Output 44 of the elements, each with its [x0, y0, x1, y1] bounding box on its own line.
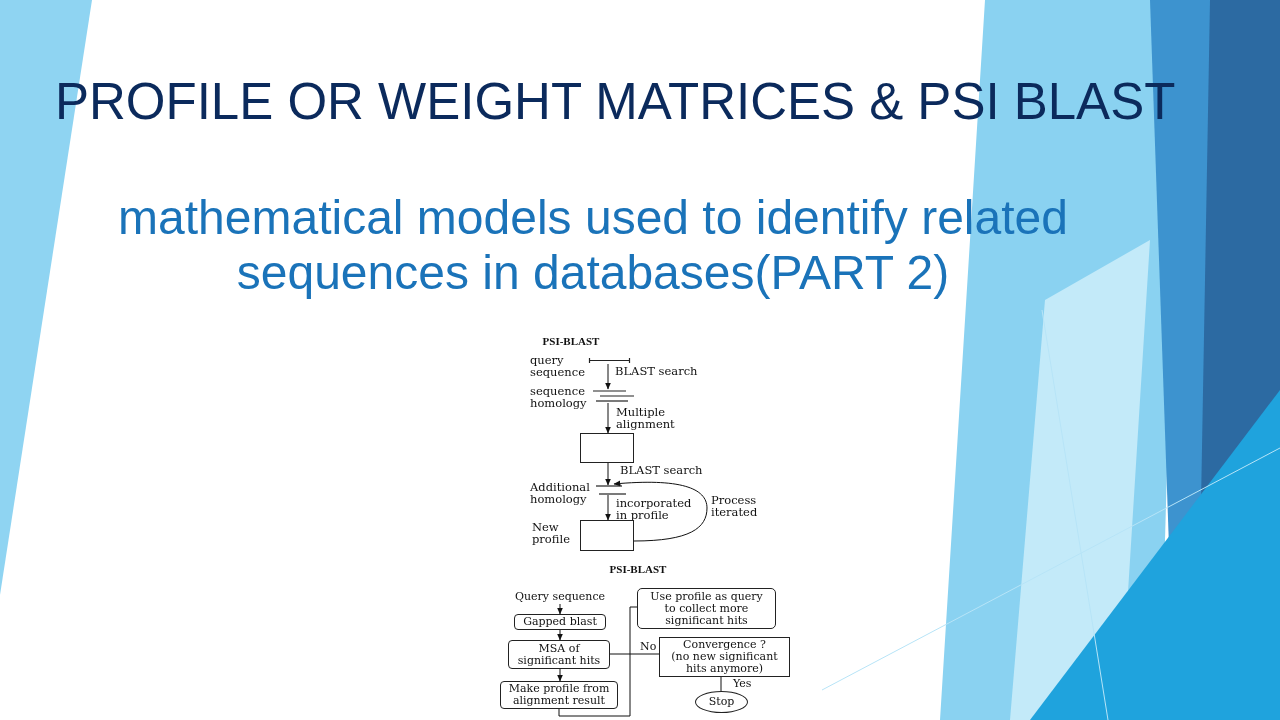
profile-box — [580, 520, 634, 551]
flow-label: Query sequence — [514, 590, 606, 604]
slide-title: PROFILE OR WEIGHT MATRICES & PSI BLAST — [55, 72, 1176, 132]
box-text: Gapped blast — [523, 616, 597, 628]
empty-box — [580, 433, 634, 463]
figure-heading: PSI-BLAST — [542, 335, 600, 347]
arrow — [605, 462, 611, 486]
edge-label: Process iterated — [711, 494, 758, 518]
decision-box — [659, 637, 790, 677]
box-text: MSA of significant hits — [516, 642, 602, 667]
edge-label: Multiple alignment — [616, 406, 675, 430]
connector-line — [558, 606, 638, 717]
connector-line — [609, 653, 660, 655]
process-box — [637, 588, 776, 629]
box-text: Convergence ? — [683, 639, 766, 651]
edge-label: Yes — [733, 678, 752, 690]
figure-heading: PSI-BLAST — [609, 563, 667, 575]
aligned-lines-icon — [593, 389, 634, 403]
arrow — [557, 629, 563, 641]
box-text: Use profile as query to collect more significant hits — [649, 590, 764, 627]
box-text: Make profile from alignment result — [507, 683, 611, 707]
node-caption: sequence homology — [530, 385, 587, 409]
sequence-line-icon — [589, 357, 630, 364]
process-box — [514, 614, 606, 630]
edge-label: No — [640, 641, 657, 653]
edge-label: BLAST search — [615, 365, 698, 377]
arrow — [557, 668, 563, 682]
arrow — [605, 494, 611, 521]
arrow — [605, 402, 611, 434]
process-box — [500, 681, 618, 709]
node-caption: query sequence — [530, 354, 585, 378]
edge-label: BLAST search — [620, 464, 703, 476]
arrow — [557, 603, 563, 615]
arrow — [605, 363, 611, 390]
stop-ellipse — [695, 691, 748, 713]
connector-line — [720, 676, 722, 692]
box-text: (no new significant hits anymore) — [670, 651, 779, 675]
aligned-lines-icon — [596, 485, 626, 495]
edge-label: incorporated in profile — [616, 497, 692, 521]
node-caption: New profile — [532, 521, 570, 545]
node-caption: Additional homology — [530, 481, 590, 505]
process-box — [508, 640, 610, 669]
box-text: Stop — [708, 696, 735, 708]
loop-arrow — [613, 480, 708, 542]
